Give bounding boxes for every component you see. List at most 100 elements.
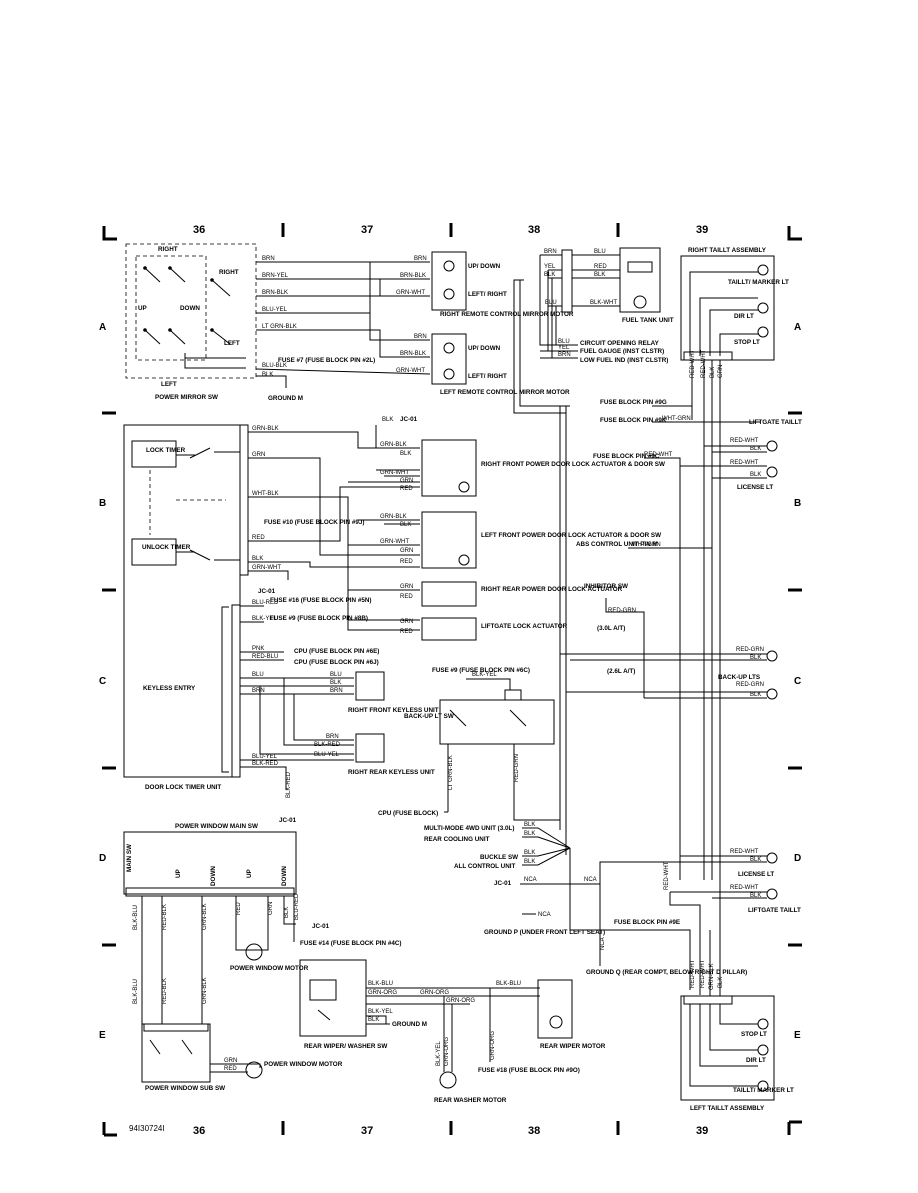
keyless-entry-label: KEYLESS ENTRY (143, 685, 196, 692)
r-red-grn: RED-GRN (608, 608, 636, 614)
d-red-wht: RED-WHT (730, 849, 759, 855)
c-blk: BLK (330, 680, 341, 686)
c-pnk: PNK (252, 646, 264, 652)
pw-main-sw-label: POWER WINDOW MAIN SW (175, 823, 258, 830)
b-grn-wht: GRN-WHT (252, 565, 281, 571)
license-lt-top: LICENSE LT (737, 484, 773, 491)
fuse9-8b-label: FUSE #9 (FUSE BLOCK PIN #8B) (270, 615, 368, 622)
fuel-blk-wht: BLK-WHT (590, 300, 617, 306)
rt-red-wht-2: RED-WHT (701, 349, 707, 378)
mirror-wiring: BRN BRN-YEL BRN-BLK BLU-YEL LT GRN-BLK B… (255, 256, 431, 402)
rear-cooling-label: REAR COOLING UNIT (424, 836, 490, 843)
r-blk-4: BLK (750, 692, 761, 698)
d-blk-6: BLK (750, 893, 761, 899)
lock-timer-label: LOCK TIMER (146, 447, 186, 454)
r-wht-grn: WHT-GRN (662, 416, 691, 422)
power-window-main-sw: POWER WINDOW MAIN SW MAIN SW UP DOWN UP … (123, 823, 401, 1024)
rr-keyless-label: RIGHT REAR KEYLESS UNIT (348, 769, 435, 776)
ground-m2-label: GROUND M (392, 1021, 427, 1028)
rt-grn: GRN (718, 365, 724, 378)
c-brn: BRN (252, 688, 265, 694)
rf-grn-blk: GRN-BLK (380, 442, 407, 448)
column-39-top: 39 (696, 224, 708, 236)
power-mirror-switch: RIGHT RIGHT UP DOWN LEFT LEFT POWER MIRR… (125, 243, 257, 401)
lt-grn-blk: GRN-BLK (709, 963, 715, 990)
lm-updown: UP/ DOWN (468, 345, 501, 352)
main-sw-label: MAIN SW (126, 844, 133, 872)
c-red-blu: RED-BLU (252, 654, 278, 660)
column-37-top: 37 (361, 224, 373, 236)
b-red: RED (252, 535, 265, 541)
row-b-right: B (794, 498, 801, 509)
wire-brn-blk-rm: BRN-BLK (400, 273, 426, 279)
jc01-b: JC-01 (258, 588, 276, 595)
mirror-left-label-2: LEFT (161, 381, 177, 388)
lt-stop-lt: STOP LT (741, 1031, 767, 1038)
at26-label: (2.6L A/T) (607, 668, 635, 675)
row-b-left: B (99, 498, 106, 509)
lt-red-wht-2: RED-WHT (700, 959, 706, 988)
d-blk-1: BLK (524, 822, 535, 828)
rt-dir-lt: DIR LT (734, 313, 754, 320)
jc01-top: JC-01 (400, 416, 418, 423)
right-side-wiring: FUSE BLOCK PIN #9G FUSE BLOCK PIN #9K WH… (560, 399, 802, 880)
power-mirror-sw-label: POWER MIRROR SW (155, 394, 218, 401)
pw-blk-blu-2: BLK-BLU (133, 979, 139, 1004)
door-lock-wiring: BLK JC-01 GRN-BLK GRN WHT-BLK RED BLK GR… (248, 416, 420, 635)
all-control-label: ALL CONTROL UNIT (454, 863, 515, 870)
d-blk-5: BLK (750, 857, 761, 863)
keyless-entry-wiring: BLU-RED FUSE #16 (FUSE BLOCK PIN #5N) BL… (240, 597, 439, 824)
fuse-block-9c: FUSE BLOCK PIN #9C (593, 453, 660, 460)
lf-grn: GRN (400, 548, 413, 554)
lt-blk: BLK (718, 977, 724, 988)
door-lock-timer-unit: LOCK TIMER UNLOCK TIMER KEYLESS ENTRY DO… (123, 424, 249, 791)
mirror-left-label: LEFT (224, 340, 240, 347)
mirror-right-label-2: RIGHT (219, 269, 239, 276)
rr-red: RED (400, 594, 413, 600)
c-blu-yel: BLU-YEL (314, 752, 340, 758)
c-blu: BLU (252, 672, 264, 678)
d-nca-2: NCA (584, 877, 597, 883)
r-blk: BLK (750, 446, 761, 452)
d-nca-4: NCA (600, 937, 606, 950)
pw-grn: GRN (268, 902, 274, 915)
rf-keyless-label: RIGHT FRONT KEYLESS UNIT (348, 707, 439, 714)
left-mirror-motor: UP/ DOWN LEFT/ RIGHT LEFT REMOTE CONTROL… (431, 333, 570, 396)
pw-blk-blu: BLK-BLU (133, 905, 139, 930)
liftgate-taillt-bottom: LIFTGATE TAILLT (748, 907, 801, 914)
fuel-tank-unit-label: FUEL TANK UNIT (622, 317, 674, 324)
rw-blk-yel-2: BLK-YEL (436, 1041, 442, 1066)
ground-p-label: GROUND P (UNDER FRONT LEFT SEAT) (484, 929, 605, 936)
column-36-top: 36 (193, 224, 205, 236)
pw-motor-label: POWER WINDOW MOTOR (230, 965, 309, 972)
c-red-grn: RED-GRN (514, 754, 520, 782)
wire-grn-wht-lm: GRN-WHT (396, 368, 425, 374)
d-blk-4: BLK (524, 859, 535, 865)
lm-leftright: LEFT/ RIGHT (468, 373, 507, 380)
down-label-2: DOWN (281, 866, 288, 886)
b-wht-blk: WHT-BLK (252, 491, 279, 497)
r-red-wht: RED-WHT (730, 438, 759, 444)
sub-pw-motor-label: POWER WINDOW MOTOR (264, 1061, 343, 1068)
column-36-bottom: 36 (193, 1125, 205, 1137)
right-taillt-assembly-label: RIGHT TAILLT ASSEMBLY (688, 247, 767, 254)
cpu-6j-label: CPU (FUSE BLOCK PIN #6J) (294, 659, 379, 666)
rw-grn-org-4: GRN-ORG (444, 1037, 450, 1066)
d-blk-3: BLK (524, 850, 535, 856)
right-mirror-motor-label: RIGHT REMOTE CONTROL MIRROR MOTOR (440, 311, 574, 318)
unlock-timer-label: UNLOCK TIMER (142, 544, 191, 551)
fuel-yel: YEL (544, 264, 556, 270)
fuse-block-9g: FUSE BLOCK PIN #9G (600, 399, 667, 406)
fuse18-label: FUSE #18 (FUSE BLOCK PIN #9O) (478, 1067, 580, 1074)
left-taillt-assembly-label: LEFT TAILLT ASSEMBLY (690, 1105, 765, 1112)
rm-leftright: LEFT/ RIGHT (468, 291, 507, 298)
rf-grn-wht: GRN-WHT (380, 470, 409, 476)
cpu-fuse-block-label: CPU (FUSE BLOCK) (378, 810, 438, 817)
license-lt-bottom: LICENSE LT (738, 871, 774, 878)
abs-control-label: ABS CONTROL UNIT PIN M (576, 541, 658, 548)
fuel-tank-unit: BRN BLU YEL RED BLK BLK BLU BLK-WHT FUEL… (513, 247, 674, 855)
fuel-yel-2: YEL (558, 345, 570, 351)
rw-grn-org-5: GRN-ORG (490, 1031, 496, 1060)
wire-ltgrn-blk: LT GRN-BLK (262, 324, 297, 330)
c-blk-red-2: BLK-RED (252, 761, 279, 767)
